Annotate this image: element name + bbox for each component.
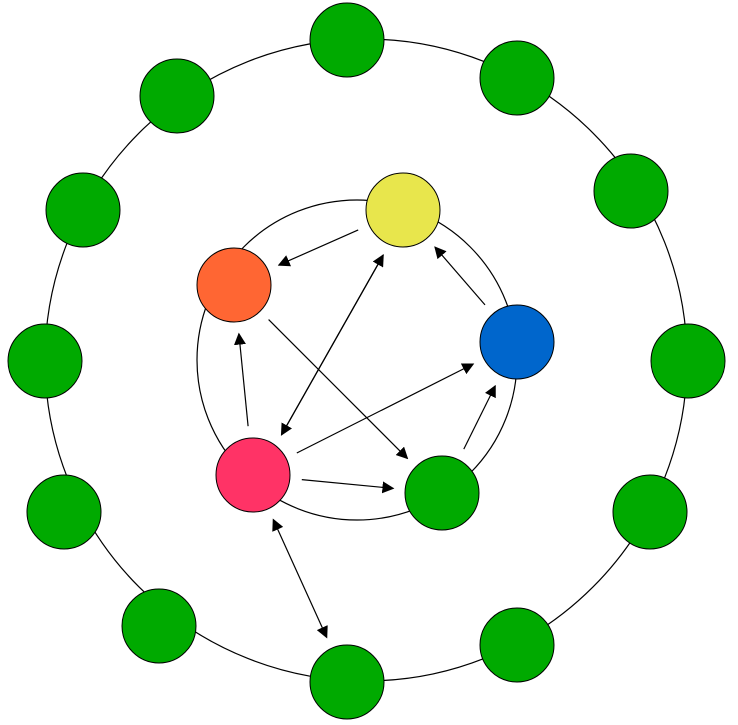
- outer-node-11: [45, 172, 121, 248]
- outer-node-8: [121, 588, 197, 664]
- edge-pink-to-orange: [233, 332, 249, 427]
- outer-node-1: [309, 2, 385, 78]
- outer-node-10: [7, 323, 83, 399]
- edge-pink-to-outer-green-bottom: [272, 518, 328, 639]
- node-yellow: [365, 172, 441, 248]
- outer-node-9: [26, 474, 102, 550]
- inner-nodes: [196, 172, 555, 531]
- node-blue: [479, 304, 555, 380]
- edge-pink-to-yellow: [280, 254, 384, 436]
- outer-node-3: [593, 153, 669, 229]
- outer-node-2: [479, 40, 555, 116]
- edge-green-inner-to-blue: [463, 384, 496, 450]
- outer-ring: [44, 38, 688, 682]
- edge-blue-to-yellow: [434, 246, 486, 306]
- node-green-inner: [404, 455, 480, 531]
- outer-node-4: [650, 323, 726, 399]
- outer-node-7: [309, 644, 385, 720]
- edges-layer: [233, 229, 496, 639]
- edge-yellow-to-orange: [277, 229, 359, 267]
- outer-node-12: [139, 58, 215, 134]
- edge-pink-to-green-inner: [301, 479, 395, 494]
- outer-nodes: [7, 2, 726, 720]
- edge-orange-to-green-inner: [268, 319, 409, 460]
- node-pink: [215, 437, 291, 513]
- node-orange: [196, 247, 272, 323]
- edge-pink-to-blue: [296, 363, 475, 454]
- outer-node-6: [479, 607, 555, 683]
- outer-node-5: [612, 474, 688, 550]
